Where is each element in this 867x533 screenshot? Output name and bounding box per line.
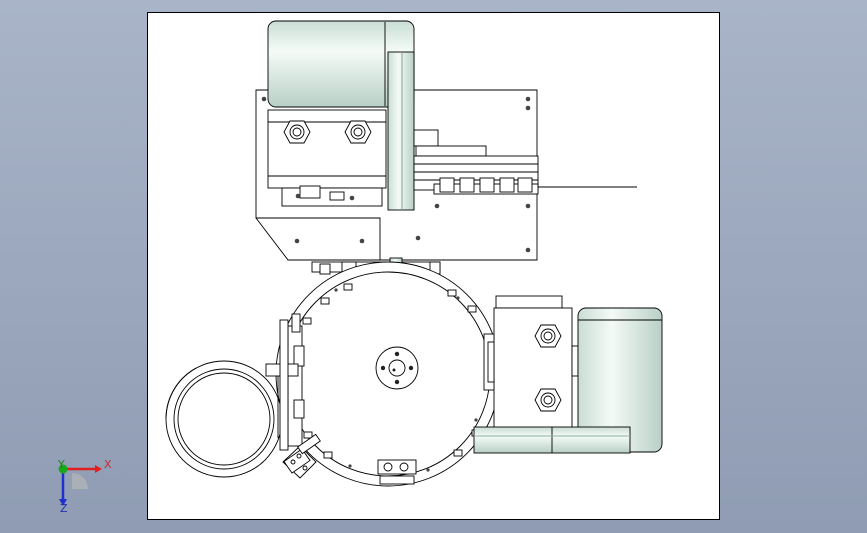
hex-nut-right xyxy=(344,120,372,144)
reel-inner xyxy=(177,372,271,466)
plate-chamfer xyxy=(255,217,380,261)
hex-nut-left xyxy=(283,120,311,144)
right-hex-nut-top xyxy=(534,324,562,348)
axis-triad[interactable] xyxy=(50,455,120,520)
left-station-bracket xyxy=(287,325,303,447)
gripper-unit xyxy=(282,433,321,479)
motor-flange xyxy=(387,51,415,211)
right-gearbox xyxy=(493,307,573,429)
z-axis-label: Z xyxy=(60,502,68,515)
y-axis-dot xyxy=(58,464,68,474)
rail-blocks xyxy=(439,177,533,193)
x-axis-label: X xyxy=(104,458,112,471)
rail-bracket xyxy=(413,129,439,147)
plate-screws xyxy=(261,96,531,253)
right-gearbox-top xyxy=(495,295,563,309)
y-axis-label: Y xyxy=(58,458,65,471)
right-hex-nut-bottom xyxy=(534,388,562,412)
